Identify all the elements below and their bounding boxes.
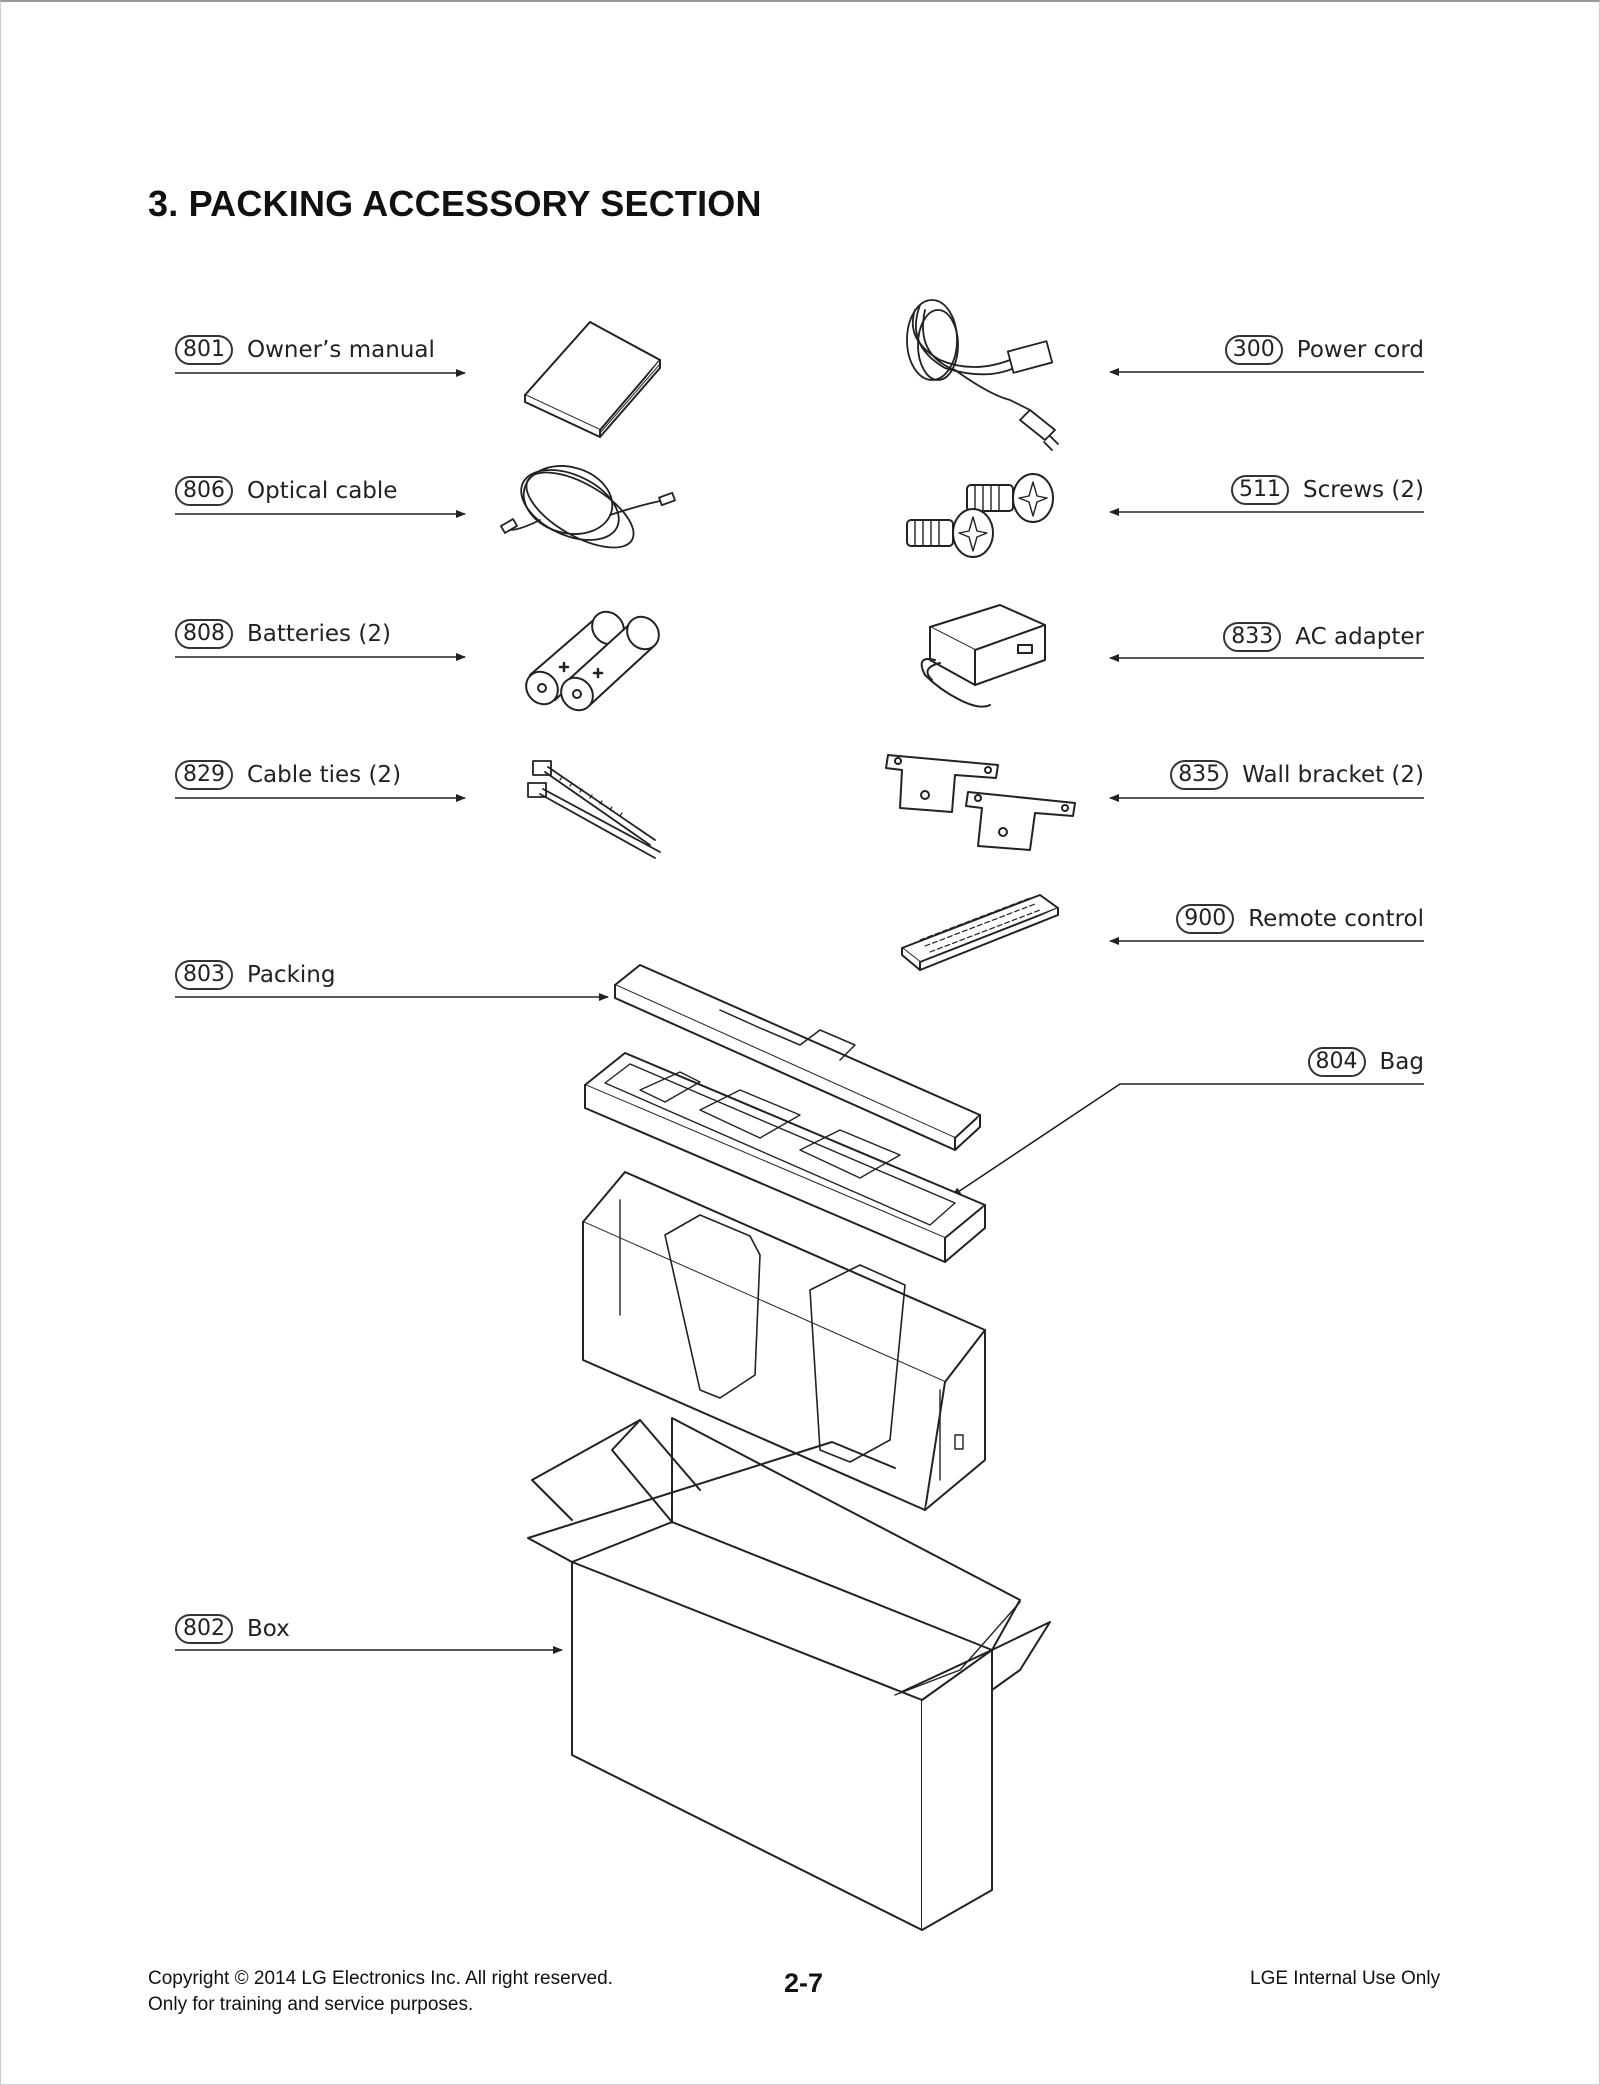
part-label-803: Packing [247, 962, 336, 988]
callout-801: 801 Owner’s manual [175, 335, 435, 365]
manual-icon [524, 321, 661, 438]
part-number-808: 808 [175, 619, 233, 649]
callout-835: 835 Wall bracket (2) [1170, 760, 1424, 790]
callout-802: 802 Box [175, 1614, 290, 1644]
part-label-829: Cable ties (2) [247, 762, 402, 788]
footer-copyright: Copyright © 2014 LG Electronics Inc. All… [148, 1968, 613, 1989]
foam-block-icon [582, 1171, 986, 1511]
part-number-833: 833 [1223, 622, 1282, 652]
footer-purpose: Only for training and service purposes. [148, 1994, 474, 2015]
page-number: 2-7 [784, 1968, 824, 1998]
leader-line-804 [951, 1083, 1424, 1197]
batteries-icon [525, 610, 660, 712]
part-label-801: Owner’s manual [247, 337, 435, 363]
part-number-802: 802 [175, 1614, 233, 1644]
callout-300: 300 Power cord [1224, 335, 1424, 365]
callout-804: 804 Bag [1307, 1047, 1424, 1077]
optical-cable-icon [500, 465, 676, 549]
cable-ties-icon [527, 760, 661, 859]
box-icon [527, 1417, 1051, 1931]
part-number-900: 900 [1176, 904, 1235, 934]
screws-icon [906, 473, 1054, 558]
part-number-801: 801 [175, 335, 233, 365]
part-number-803: 803 [175, 960, 233, 990]
callout-803: 803 Packing [175, 960, 335, 990]
part-label-835: Wall bracket (2) [1242, 762, 1424, 788]
part-number-835: 835 [1170, 760, 1229, 790]
callout-900: 900 Remote control [1176, 904, 1424, 934]
page-title: 3. PACKING ACCESSORY SECTION [148, 183, 762, 224]
wall-brackets-icon [885, 754, 1076, 851]
part-label-806: Optical cable [247, 478, 398, 504]
callout-511: 511 Screws (2) [1230, 475, 1424, 505]
part-number-806: 806 [175, 476, 233, 506]
packing-lid-icon [614, 964, 981, 1151]
footer-internal-use: LGE Internal Use Only [1250, 1968, 1441, 1989]
part-label-511: Screws (2) [1302, 477, 1424, 503]
part-number-300: 300 [1224, 335, 1283, 365]
foam-tray-icon [584, 1052, 986, 1263]
part-number-804: 804 [1307, 1047, 1366, 1077]
power-cord-icon [906, 299, 1059, 451]
remote-control-icon [901, 894, 1059, 971]
callout-833: 833 AC adapter [1223, 622, 1424, 652]
ac-adapter-icon [920, 604, 1046, 708]
part-label-804: Bag [1379, 1049, 1424, 1075]
part-number-511: 511 [1230, 475, 1289, 505]
part-label-900: Remote control [1248, 906, 1424, 932]
part-label-808: Batteries (2) [247, 621, 391, 647]
part-label-833: AC adapter [1295, 624, 1424, 650]
part-label-300: Power cord [1296, 337, 1424, 363]
callout-829: 829 Cable ties (2) [175, 760, 401, 790]
part-number-829: 829 [175, 760, 233, 790]
part-label-802: Box [247, 1616, 290, 1642]
callout-806: 806 Optical cable [175, 476, 397, 506]
callout-808: 808 Batteries (2) [175, 619, 391, 649]
